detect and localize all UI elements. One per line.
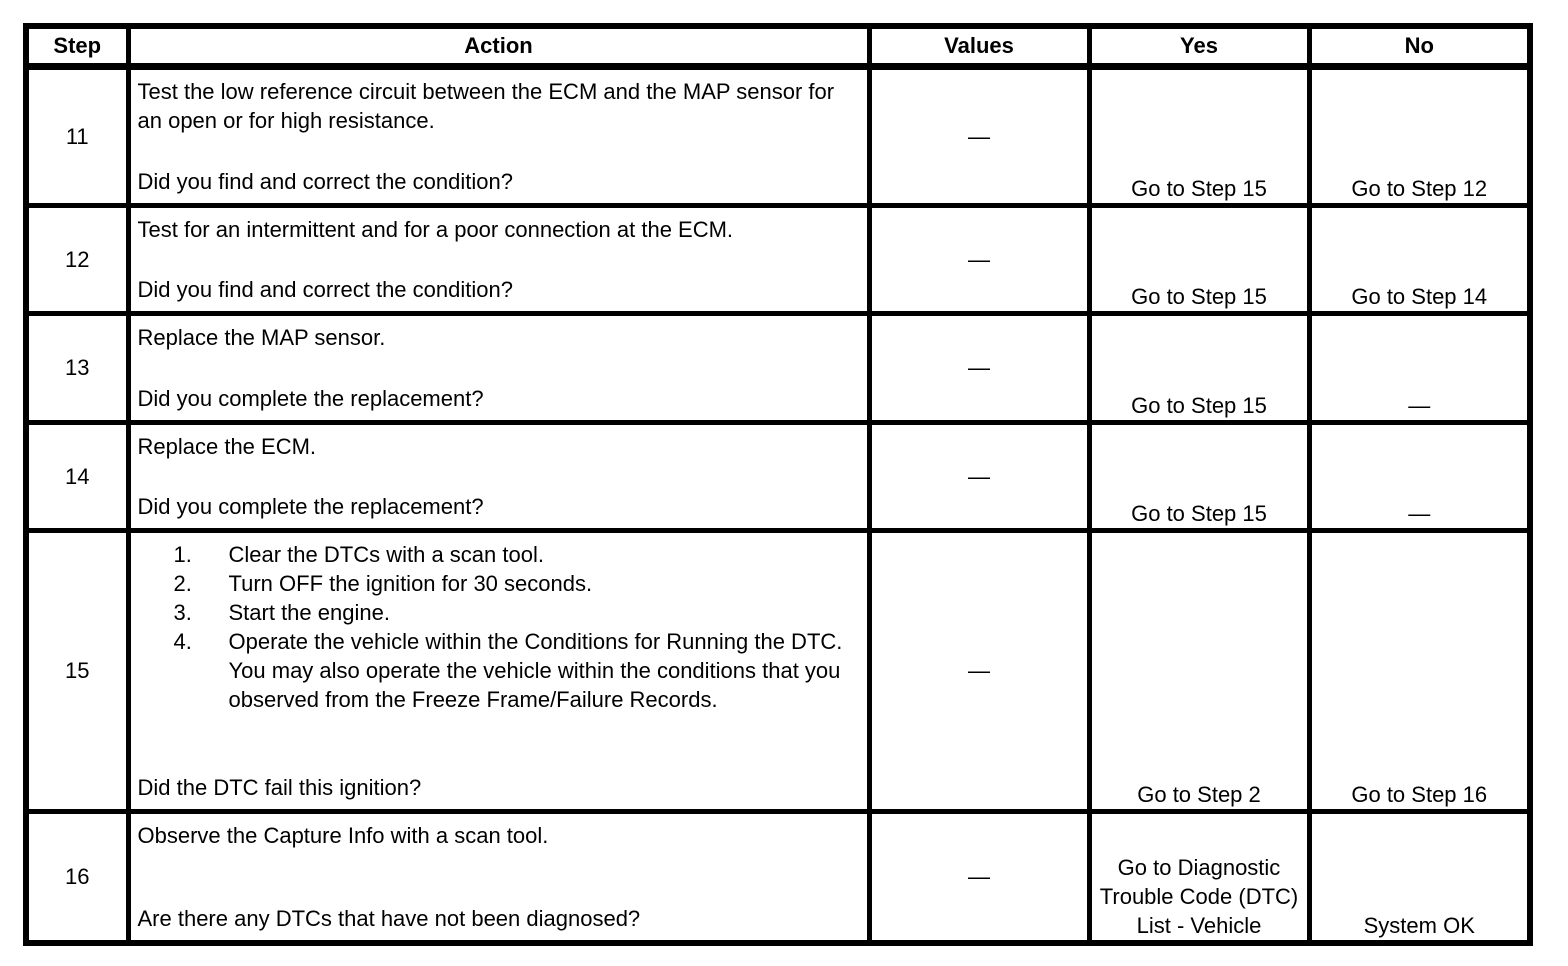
table-row-step-11: 11 Test the low reference circuit betwee…: [23, 63, 1533, 208]
list-item-text: Turn OFF the ignition for 30 seconds.: [228, 570, 593, 596]
list-item: 1. Clear the DTCs with a scan tool.: [174, 540, 855, 569]
list-item-number: 2.: [173, 570, 192, 596]
list-item-number: 4.: [173, 628, 192, 654]
table-row-step-14: 14 Replace the ECM. Did you complete the…: [23, 419, 1533, 533]
table-row-step-15: 15 1. Clear the DTCs with a scan tool. 2…: [23, 527, 1533, 814]
table-row-step-16: 16 Observe the Capture Info with a scan …: [23, 808, 1533, 946]
question-text: Did you complete the replacement?: [137, 385, 484, 411]
column-header-action: Action: [125, 23, 872, 70]
yes-action: Go to Step 15: [1086, 63, 1312, 208]
column-header-yes: Yes: [1086, 23, 1312, 70]
column-header-step: Step: [23, 23, 131, 70]
action-cell: Replace the MAP sensor. Did you complete…: [125, 310, 872, 425]
no-action: System OK: [1306, 808, 1533, 946]
column-header-values: Values: [866, 23, 1092, 70]
table-row-step-12: 12 Test for an intermittent and for a po…: [23, 202, 1533, 316]
question-text: Did the DTC fail this ignition?: [137, 774, 422, 800]
table-row-step-13: 13 Replace the MAP sensor. Did you compl…: [23, 310, 1533, 425]
action-cell: Observe the Capture Info with a scan too…: [125, 808, 872, 946]
no-action: Go to Step 14: [1306, 202, 1533, 316]
action-cell: Replace the ECM. Did you complete the re…: [125, 419, 872, 533]
action-text: Test the low reference circuit between t…: [137, 78, 835, 133]
yes-action: Go to Diagnostic Trouble Code (DTC) List…: [1086, 808, 1312, 946]
step-number: 13: [23, 310, 131, 425]
no-action: Go to Step 12: [1306, 63, 1533, 208]
yes-action: Go to Step 15: [1086, 310, 1312, 425]
yes-action: Go to Step 15: [1086, 202, 1312, 316]
yes-action: Go to Step 2: [1086, 527, 1312, 814]
header-row: Step Action Values Yes No: [23, 23, 1533, 70]
values-cell: —: [866, 808, 1092, 946]
list-item-number: 3.: [173, 599, 192, 625]
list-item-text: Start the engine.: [228, 599, 390, 625]
action-text: Replace the ECM.: [137, 433, 317, 459]
diagnostic-steps-table: Step Action Values Yes No 11 Test the lo…: [23, 23, 1533, 946]
list-item-number: 1.: [173, 541, 192, 567]
question-text: Did you find and correct the condition?: [137, 276, 513, 302]
action-text: Observe the Capture Info with a scan too…: [137, 822, 549, 848]
question-text: Did you find and correct the condition?: [137, 168, 513, 194]
no-action: —: [1306, 310, 1533, 425]
action-text: Test for an intermittent and for a poor …: [137, 216, 734, 242]
step-number: 16: [23, 808, 131, 946]
action-cell: Test the low reference circuit between t…: [125, 63, 872, 208]
no-action: Go to Step 16: [1306, 527, 1533, 814]
list-item-text: Operate the vehicle within the Condition…: [228, 628, 843, 712]
step-number: 14: [23, 419, 131, 533]
yes-action: Go to Step 15: [1086, 419, 1312, 533]
action-cell: 1. Clear the DTCs with a scan tool. 2. T…: [125, 527, 872, 814]
list-item-text: Clear the DTCs with a scan tool.: [228, 541, 544, 567]
values-cell: —: [866, 310, 1092, 425]
action-text: Replace the MAP sensor.: [137, 324, 386, 350]
values-cell: —: [866, 527, 1092, 814]
step-number: 11: [23, 63, 131, 208]
step-number: 12: [23, 202, 131, 316]
question-text: Are there any DTCs that have not been di…: [137, 906, 641, 931]
no-action: —: [1306, 419, 1533, 533]
list-item: 2. Turn OFF the ignition for 30 seconds.: [174, 569, 855, 598]
values-cell: —: [866, 63, 1092, 208]
column-header-no: No: [1306, 23, 1533, 70]
list-item: 4. Operate the vehicle within the Condit…: [174, 627, 855, 714]
step-number: 15: [23, 527, 131, 814]
numbered-step-list: 1. Clear the DTCs with a scan tool. 2. T…: [133, 535, 864, 714]
question-text: Did you complete the replacement?: [137, 493, 484, 519]
values-cell: —: [866, 419, 1092, 533]
list-item: 3. Start the engine.: [174, 598, 855, 627]
action-cell: Test for an intermittent and for a poor …: [125, 202, 872, 316]
values-cell: —: [866, 202, 1092, 316]
